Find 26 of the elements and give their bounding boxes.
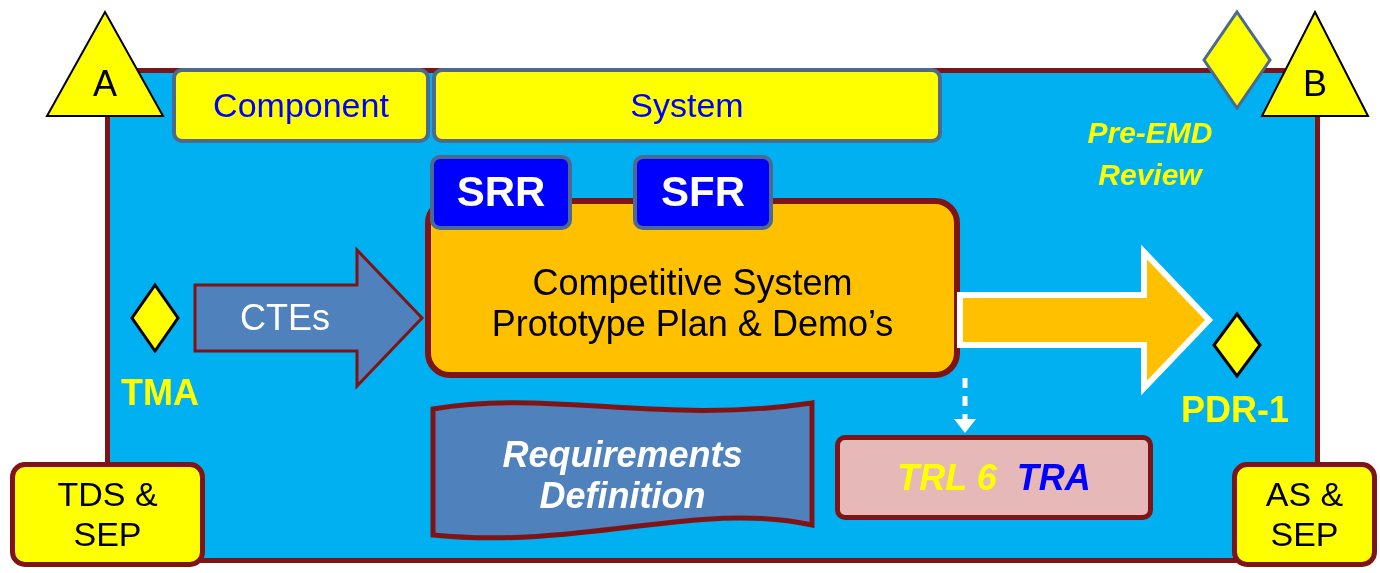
edge-label: CTEs: [240, 300, 330, 336]
assessment-box: [835, 435, 1153, 520]
box-text: TRA: [1016, 456, 1091, 499]
milestone-label: Pre-EMD Review: [1086, 115, 1214, 193]
block-arrow: [957, 244, 1214, 396]
system-bar: [432, 68, 942, 143]
milestone-label: TMA: [120, 371, 200, 415]
milestone-letter: B: [1303, 63, 1327, 105]
review-name: SFR: [661, 168, 745, 217]
box-text: Component: [213, 85, 389, 126]
box-text: System: [630, 85, 744, 126]
milestone-label: PDR-1: [1180, 388, 1290, 432]
document-box: [1232, 462, 1377, 567]
box-text: Requirements Definition: [501, 433, 744, 517]
review-box: [430, 155, 572, 230]
review-box: [633, 155, 773, 230]
box-text: TRL 6: [897, 456, 997, 499]
box-text: Competitive System Prototype Plan & Demo’s: [490, 261, 895, 345]
box-text: AS & SEP: [1264, 475, 1345, 554]
block-arrow: [193, 246, 425, 390]
review-name: SRR: [456, 168, 546, 217]
arrow: [954, 378, 976, 433]
box-text: TDS & SEP: [56, 475, 159, 554]
document-box: [10, 462, 205, 567]
component-bar: [172, 68, 430, 143]
milestone-letter: A: [93, 63, 117, 105]
